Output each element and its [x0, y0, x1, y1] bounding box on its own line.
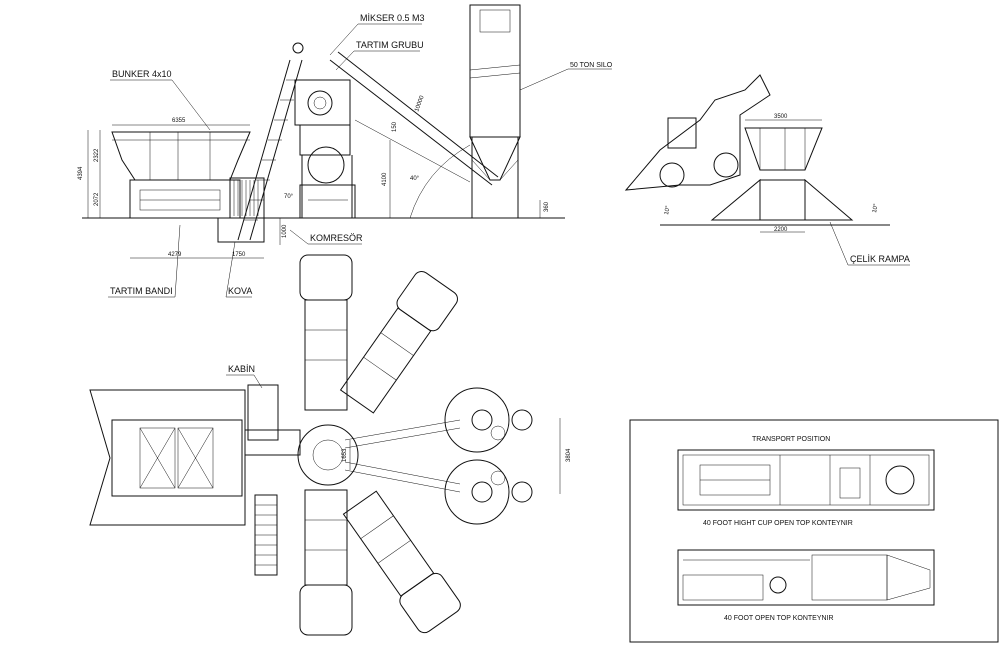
label-tartim-grubu: TARTIM GRUBU [356, 40, 424, 50]
control-container [229, 177, 265, 219]
mixer-tower [294, 79, 356, 219]
dim-1653: 1653 [342, 448, 348, 462]
label-mikser: MİKSER 0.5 M3 [360, 13, 425, 23]
dim-1750: 1750 [232, 252, 246, 258]
dim-2072: 2072 [94, 192, 100, 206]
side-elevation [82, 4, 565, 259]
container2-label: 40 FOOT OPEN TOP KONTEYNIR [724, 615, 834, 622]
silo-plan-upper [444, 387, 533, 453]
dim-10000: 10000 [414, 94, 426, 112]
dim-4100: 4100 [382, 172, 388, 186]
bunker-hopper [111, 131, 251, 219]
dim-10deg-left: 10° [664, 205, 672, 216]
dim-6355: 6355 [172, 118, 186, 124]
mixer-truck-bottom [299, 489, 353, 636]
label-tartim-bandi: TARTIM BANDI [110, 286, 173, 296]
mixer-truck-lower-diag [342, 490, 461, 634]
dim-2200: 2200 [774, 227, 788, 233]
dim-4394: 4394 [78, 166, 84, 180]
container-high-cube [677, 449, 935, 511]
mixer-truck-top [299, 254, 353, 411]
silo-plan-lower [444, 459, 533, 525]
kova-pit [217, 217, 265, 243]
dim-4279: 4279 [168, 252, 182, 258]
label-kompresor: KOMRESÖR [310, 233, 363, 243]
bunker-plan [89, 389, 246, 526]
container-open-top [677, 549, 935, 606]
central-mixer [297, 424, 359, 486]
dim-3500: 3500 [774, 114, 788, 120]
dim-10deg-right: 10° [872, 203, 880, 214]
dim-1000: 1000 [282, 224, 288, 238]
cement-silo [469, 4, 521, 218]
dim-150: 150 [392, 121, 398, 132]
loader-ramp-view [624, 74, 890, 233]
label-silo: 50 TON SILO [570, 62, 613, 69]
label-bunker: BUNKER 4x10 [112, 69, 172, 79]
transport-panel [629, 419, 999, 643]
skip-incline [237, 42, 304, 241]
dim-70deg: 70° [284, 194, 294, 200]
dim-40deg: 40° [410, 176, 420, 182]
screw-conveyor [329, 51, 499, 186]
container1-label: 40 FOOT HIGHT CUP OPEN TOP KONTEYNIR [703, 520, 853, 527]
label-kabin: KABİN [228, 364, 255, 374]
dim-3804: 3804 [566, 448, 572, 462]
plan-view [89, 254, 561, 636]
dim-360: 360 [544, 201, 550, 212]
dim-2322: 2322 [94, 148, 100, 162]
transport-title: TRANSPORT POSITION [752, 436, 830, 443]
label-celik-rampa: ÇELİK RAMPA [850, 254, 910, 264]
label-kova: KOVA [228, 286, 252, 296]
cabin [247, 384, 279, 441]
mixer-truck-upper-diag [339, 270, 458, 414]
